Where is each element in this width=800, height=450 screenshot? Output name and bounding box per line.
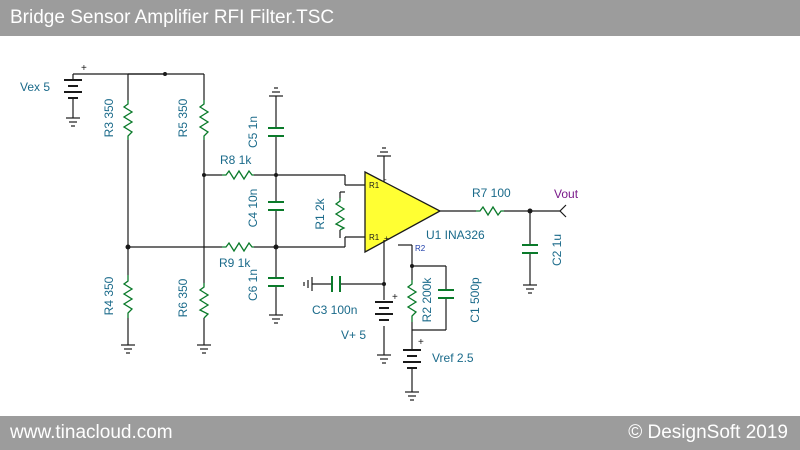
c6-capacitor	[268, 277, 284, 287]
footer-bar: www.tinacloud.com © DesignSoft 2019	[0, 416, 800, 450]
u1-pin-plus: +	[384, 234, 389, 243]
u1-pin-r1-top: R1	[369, 181, 380, 190]
ground-symbol-c2	[523, 284, 537, 294]
c5-label: C5 1n	[246, 116, 260, 148]
junction-dot	[273, 244, 279, 250]
ground-symbol-r4	[121, 344, 135, 354]
c4-label: C4 10n	[246, 189, 260, 228]
junction-dot	[202, 173, 206, 177]
ground-symbol-c5	[269, 87, 283, 100]
junction-dot	[163, 72, 167, 76]
r7-label: R7 100	[472, 186, 511, 200]
vout-label: Vout	[554, 187, 579, 201]
r8-label: R8 1k	[220, 153, 252, 167]
r3-resistor	[122, 100, 134, 140]
junction-dot	[382, 282, 386, 286]
junction-dot	[527, 208, 533, 214]
ground-symbol-vplus	[377, 354, 391, 364]
u1-opamp	[364, 170, 442, 254]
vplus-battery	[375, 301, 393, 321]
capacitors	[268, 127, 538, 299]
r3-label: R3 350	[102, 98, 116, 137]
c1-capacitor	[438, 289, 454, 299]
window-title: Bridge Sensor Amplifier RFI Filter.TSC	[10, 7, 335, 28]
resistors	[122, 100, 504, 322]
r4-resistor	[122, 275, 134, 318]
r1-label: R1 2k	[313, 197, 327, 229]
vref-plus: +	[418, 337, 424, 348]
c2-capacitor	[522, 244, 538, 254]
vex-plus: +	[81, 63, 87, 74]
r5-resistor	[198, 100, 210, 140]
vplus-plus: +	[392, 292, 398, 303]
vex-battery	[64, 74, 82, 127]
c3-capacitor	[331, 276, 341, 292]
ground-symbol-c3	[303, 277, 313, 291]
r9-label: R9 1k	[219, 256, 251, 270]
junction-dot	[410, 264, 414, 268]
c1-label: C1 500p	[468, 277, 482, 323]
r1-resistor	[334, 198, 346, 231]
vex-label: Vex 5	[20, 80, 50, 94]
vout-terminal	[559, 204, 567, 218]
r7-resistor	[476, 205, 504, 217]
schematic: + Vex 5 +	[20, 63, 579, 401]
junctions	[125, 72, 533, 286]
u1-pin-r2: R2	[415, 244, 426, 253]
title-bar: Bridge Sensor Amplifier RFI Filter.TSC	[0, 0, 800, 36]
u1-pin-r1-bottom: R1	[369, 233, 380, 242]
u1-label: U1 INA326	[426, 228, 485, 242]
c6-label: C6 1n	[246, 269, 260, 301]
footer-website: www.tinacloud.com	[10, 422, 173, 443]
c4-capacitor	[268, 201, 284, 211]
c2-label: C2 1u	[550, 234, 564, 266]
r6-resistor	[198, 283, 210, 319]
ground-symbol-r6	[197, 344, 211, 354]
r9-resistor	[222, 241, 254, 253]
c5-capacitor	[268, 127, 284, 137]
vref-battery	[403, 340, 421, 380]
r8-resistor	[222, 169, 254, 181]
wires	[73, 72, 560, 355]
footer-copyright: © DesignSoft 2019	[628, 422, 788, 443]
vref-label: Vref 2.5	[432, 351, 474, 365]
ground-symbol-vplus-top	[377, 147, 391, 160]
r2-resistor	[406, 280, 418, 322]
c3-label: C3 100n	[312, 303, 357, 317]
junction-dot	[274, 173, 278, 177]
r4-label: R4 350	[102, 276, 116, 315]
junction-dot	[125, 244, 131, 250]
r6-label: R6 350	[176, 278, 190, 317]
grounds	[121, 87, 537, 401]
r2-label: R2 200k	[420, 277, 434, 323]
ground-symbol-c6	[269, 314, 283, 324]
vplus-label: V+ 5	[341, 328, 366, 342]
u1-pin-minus: -	[384, 175, 387, 184]
ground-symbol-vref	[405, 380, 419, 401]
r5-label: R5 350	[176, 98, 190, 137]
